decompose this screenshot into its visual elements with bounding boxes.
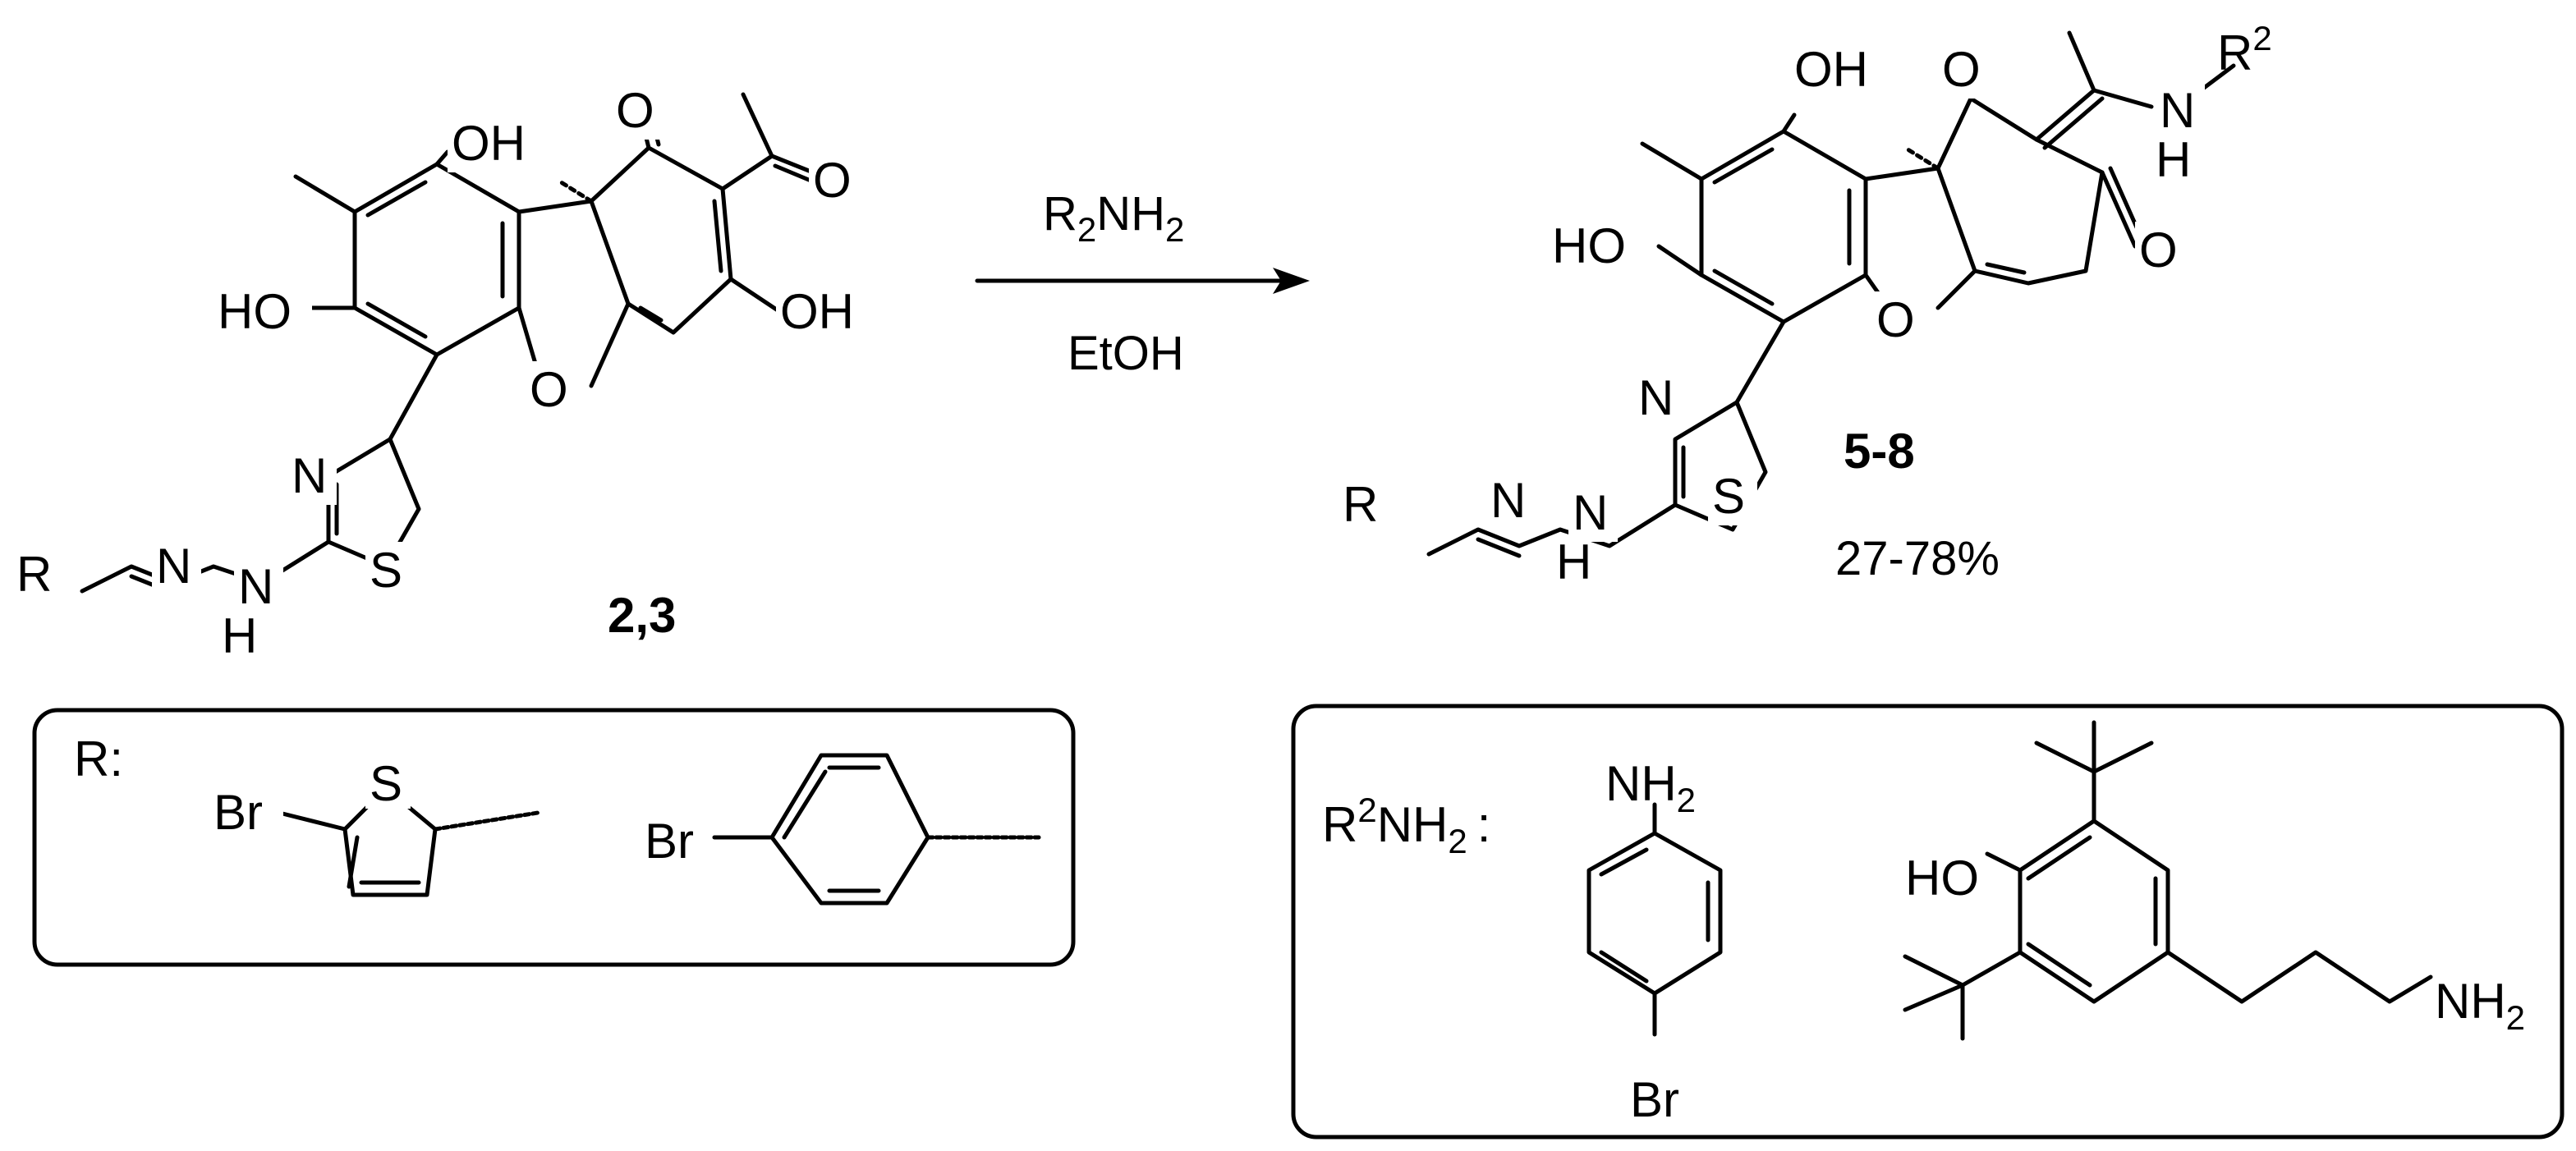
atom-h: H (222, 608, 257, 663)
bromothiophene-structure: S Br (209, 756, 540, 897)
atom-oh: OH (780, 284, 854, 339)
atom-nh2: NH2 (2435, 974, 2525, 1037)
starting-material-atoms: OH O O HO OH O N S R N N H (12, 82, 875, 663)
atom-r: R (1343, 477, 1378, 532)
atom-ho: HO (1552, 218, 1626, 273)
atom-o: O (616, 83, 654, 138)
atom-h: H (2156, 132, 2191, 187)
atom-nh2: NH2 (1605, 756, 1696, 819)
atom-oh: OH (452, 116, 526, 171)
atom-h: H (1556, 534, 1591, 589)
yield-label: 27-78% (1835, 532, 2000, 585)
product-atoms: OH O N H R2 O HO O N S R N N H (1339, 19, 2272, 589)
r-box-title: R: (74, 731, 123, 786)
atom-r2: R2 (2217, 19, 2272, 80)
atom-oh: OH (1794, 42, 1868, 97)
atom-n: N (1573, 485, 1608, 540)
r2-box-label: R2NH2: (1322, 791, 1490, 860)
atom-br: Br (645, 814, 694, 869)
reagent-label: R2NH2 (1043, 187, 1184, 249)
atom-s: S (370, 756, 402, 811)
atom-n: N (292, 448, 327, 503)
atom-n: N (1638, 370, 1674, 425)
atom-br: Br (214, 785, 263, 840)
atom-n: N (1490, 473, 1526, 528)
starting-material-label: 2,3 (608, 588, 676, 643)
atom-o: O (813, 153, 852, 208)
reaction-arrow (975, 268, 1310, 294)
atom-n: N (2160, 83, 2195, 138)
atom-o: O (1942, 42, 1981, 97)
atom-ho: HO (1905, 851, 1979, 906)
bromoaniline-structure: NH2 Br (1586, 756, 1723, 1127)
atom-s: S (370, 543, 402, 598)
r2-amine-box (1291, 704, 2565, 1140)
atom-o: O (2139, 222, 2178, 277)
atom-n: N (156, 539, 191, 594)
atom-o: O (530, 362, 568, 417)
atom-r: R (16, 547, 52, 602)
atom-ho: HO (218, 284, 292, 339)
atom-br: Br (1630, 1072, 1679, 1127)
atom-s: S (1712, 469, 1745, 524)
product-structure (1426, 30, 2236, 558)
r-substituent-box (32, 708, 1076, 967)
atom-n: N (238, 559, 273, 614)
product-label: 5-8 (1844, 424, 1915, 479)
bromophenyl-structure: Br (645, 753, 1041, 906)
solvent-label: EtOH (1068, 327, 1184, 380)
hindered-phenol-amine-structure: HO NH2 (1903, 720, 2525, 1041)
starting-material-structure (80, 92, 817, 595)
atom-o: O (1876, 292, 1915, 347)
